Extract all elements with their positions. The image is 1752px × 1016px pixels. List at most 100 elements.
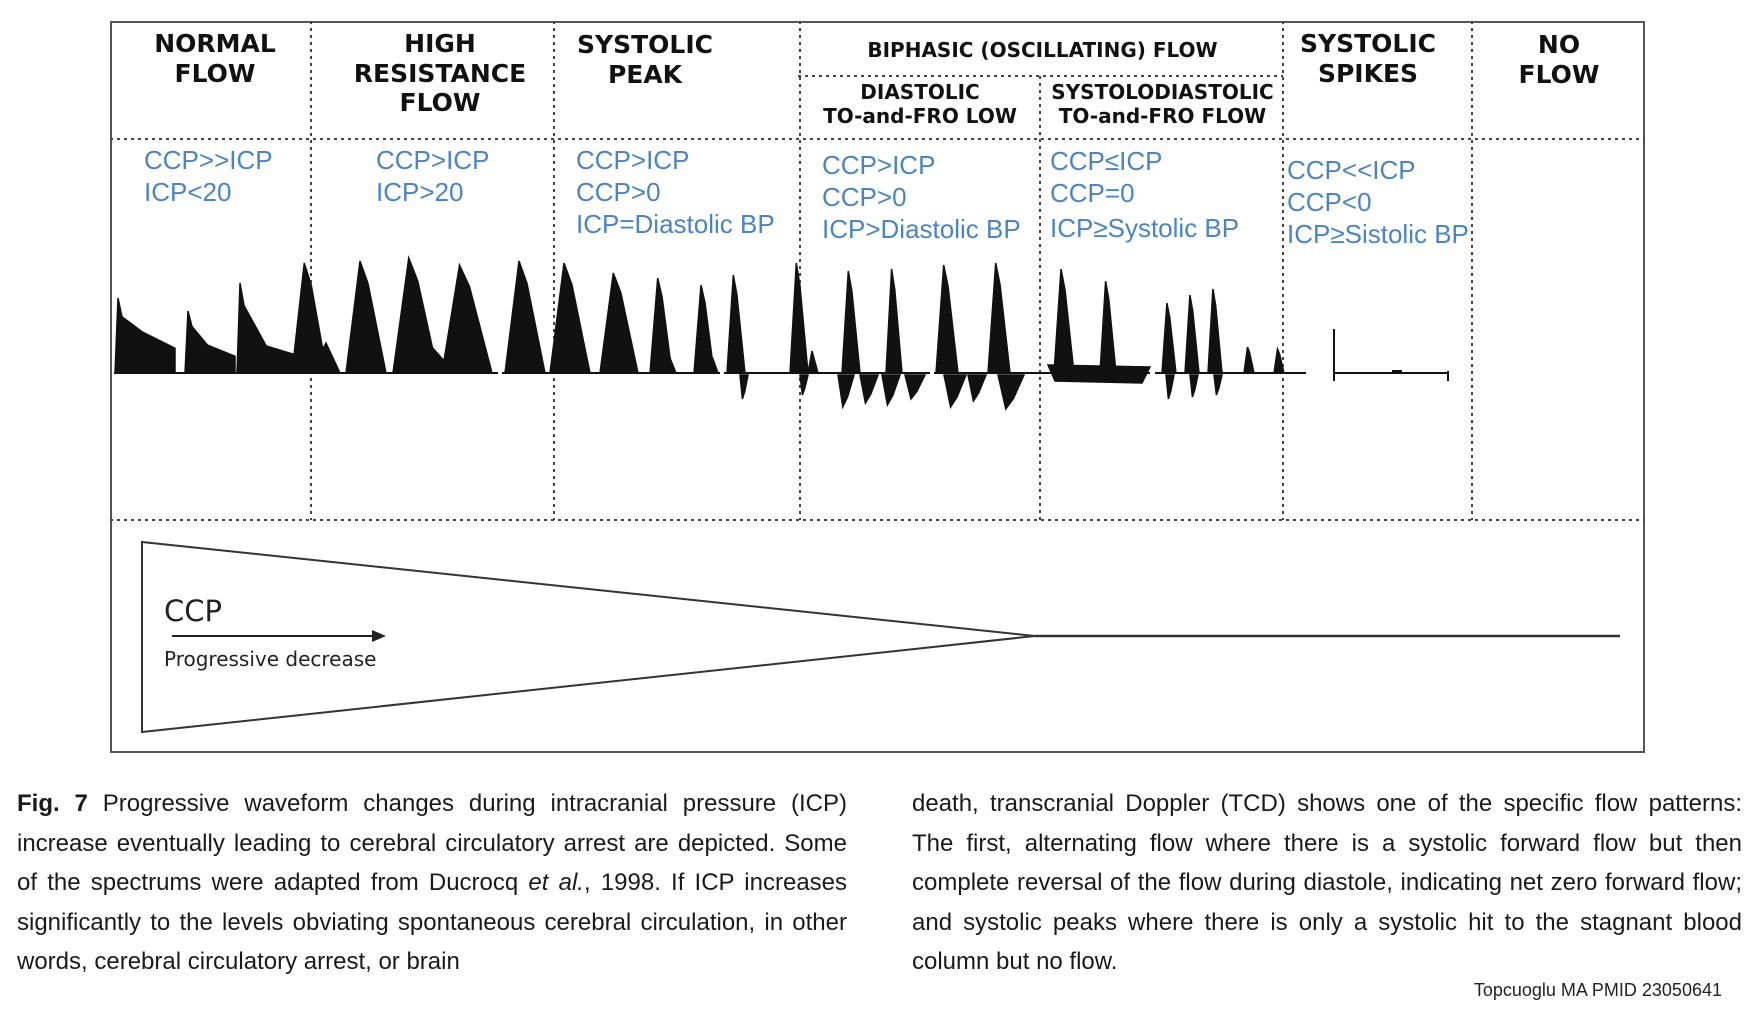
waveform-beat <box>987 262 1011 374</box>
doppler-waveforms <box>114 255 1449 411</box>
condition-line: CCP>0 <box>822 182 907 212</box>
waveform-beat <box>114 297 176 374</box>
ccp-progressive-label: Progressive decrease <box>164 647 377 671</box>
conditions-normal: CCP>>ICP ICP<20 <box>144 144 273 208</box>
waveform-beat <box>807 350 819 374</box>
waveform-reversal <box>859 374 880 406</box>
header-line: NO <box>1537 30 1581 59</box>
conditions-systolodiastolic: CCP≤ICP CCP=0 ICP≥Systolic BP <box>1050 145 1239 244</box>
waveform-beat <box>308 341 342 374</box>
header-line: SYSTOLIC <box>577 30 713 59</box>
header-no-flow: NO FLOW <box>1474 30 1644 89</box>
condition-line: CCP>>ICP <box>144 145 273 175</box>
header-line: NORMAL <box>154 29 276 58</box>
condition-line: CCP>ICP <box>822 150 936 180</box>
waveform-reversal <box>967 374 988 403</box>
condition-line: CCP>ICP <box>576 145 690 175</box>
header-line: DIASTOLIC <box>860 80 980 104</box>
header-line: RESISTANCE <box>353 58 527 88</box>
waveform-beat <box>663 355 678 374</box>
header-line: FLOW <box>174 58 256 88</box>
header-systolic-peak: SYSTOLIC PEAK <box>570 30 720 89</box>
header-systolic-spikes: SYSTOLIC SPIKES <box>1288 29 1448 88</box>
header-line: TO-and-FRO LOW <box>823 103 1017 128</box>
source-credit: Topcuoglu MA PMID 23050641 <box>1473 980 1722 1000</box>
waveform-reversal <box>943 374 968 409</box>
header-diastolic-to-fro: DIASTOLIC TO-and-FRO LOW <box>800 80 1040 128</box>
condition-line: CCP>ICP <box>376 145 490 175</box>
waveform-beat <box>1053 268 1075 374</box>
caption-right-column: death, transcranial Doppler (TCD) shows … <box>912 790 1742 975</box>
condition-line: CCP<0 <box>1287 187 1372 217</box>
ccp-arrow-head <box>372 630 386 642</box>
waveform-reversal <box>1213 374 1223 396</box>
conditions-diastolic: CCP>ICP CCP>0 ICP>Diastolic BP <box>822 149 1021 245</box>
waveform-beat <box>841 270 861 374</box>
waveform-beat <box>726 274 746 374</box>
conditions-systolic-spikes: CCP<<ICP CCP<0 ICP≥Sistolic BP <box>1287 154 1469 250</box>
waveform-reversal <box>1165 374 1175 400</box>
condition-line: ICP≥Systolic BP <box>1050 213 1240 243</box>
caption-text-continued: , 1998. If ICP increases significantly t… <box>17 869 848 975</box>
header-line: FLOW <box>1518 59 1600 89</box>
waveform-beat <box>599 272 639 374</box>
header-normal-flow: NORMAL FLOW <box>120 29 310 88</box>
header-line: SYSTOLODIASTOLIC <box>1051 80 1274 104</box>
ccp-label: CCP <box>164 594 222 628</box>
waveform-reversal <box>1189 374 1199 398</box>
waveform-beat <box>649 277 673 374</box>
condition-line: CCP<<ICP <box>1287 155 1416 185</box>
waveform-beat <box>693 284 715 374</box>
waveform-reversal <box>799 374 809 396</box>
waveform-beat <box>789 262 809 374</box>
header-high-resistance: HIGH RESISTANCE FLOW <box>340 29 540 118</box>
header-systolodiastolic: SYSTOLODIASTOLIC TO-and-FRO FLOW <box>1042 80 1283 128</box>
waveform-beat <box>441 262 493 374</box>
waveform-beat <box>1184 294 1200 374</box>
waveform-reversal <box>997 374 1026 411</box>
caption-italic: et al. <box>528 869 584 896</box>
header-line: SYSTOLIC <box>1300 29 1436 58</box>
waveform-beat <box>1161 302 1177 374</box>
waveform-beat <box>1099 280 1117 374</box>
condition-line: CCP≤ICP <box>1050 146 1163 176</box>
condition-line: ICP≥Sistolic BP <box>1287 219 1469 249</box>
waveform-beat <box>345 260 387 374</box>
header-line: BIPHASIC (OSCILLATING) FLOW <box>867 38 1218 62</box>
header-line: TO-and-FRO FLOW <box>1058 103 1267 128</box>
figure-drawing <box>110 21 1645 753</box>
condition-line: ICP=Diastolic BP <box>576 209 775 239</box>
waveform-reversal <box>881 374 902 408</box>
waveform-beat <box>706 356 720 374</box>
header-line: SPIKES <box>1317 58 1419 88</box>
caption-left-column: Fig. 7 Progressive waveform changes duri… <box>17 784 847 982</box>
figure: NORMAL FLOW HIGH RESISTANCE FLOW SYSTOLI… <box>110 21 1645 753</box>
waveform-beat <box>549 262 591 374</box>
condition-line: CCP>0 <box>576 177 661 207</box>
waveform-reversal <box>837 374 856 410</box>
header-line: PEAK <box>607 59 683 89</box>
condition-line: CCP=0 <box>1050 178 1135 208</box>
header-line: HIGH <box>404 29 476 58</box>
header-biphasic: BIPHASIC (OSCILLATING) FLOW <box>800 38 1285 63</box>
figure-frame <box>110 21 1645 753</box>
waveform-reversal <box>1046 364 1152 384</box>
waveform-beat <box>1207 288 1223 374</box>
figure-number: Fig. 7 <box>17 790 88 817</box>
conditions-high-resistance: CCP>ICP ICP>20 <box>376 144 489 208</box>
waveform-beat <box>935 264 959 374</box>
waveform-beat <box>1243 346 1255 374</box>
condition-line: ICP>Diastolic BP <box>822 214 1021 244</box>
waveform-reversal <box>904 374 927 401</box>
caption-text: Progressive waveform changes during intr… <box>17 790 848 896</box>
condition-line: ICP>20 <box>376 177 464 207</box>
ccp-wedge <box>141 540 1036 734</box>
waveform-beat <box>504 260 546 374</box>
condition-line: ICP<20 <box>144 177 232 207</box>
waveform-reversal <box>739 374 749 400</box>
waveform-beat <box>184 310 236 374</box>
waveform-beat <box>236 282 303 374</box>
waveform-beat <box>1273 346 1285 374</box>
header-line: FLOW <box>399 88 481 117</box>
conditions-systolic-peak: CCP>ICP CCP>0 ICP=Diastolic BP <box>576 144 775 240</box>
